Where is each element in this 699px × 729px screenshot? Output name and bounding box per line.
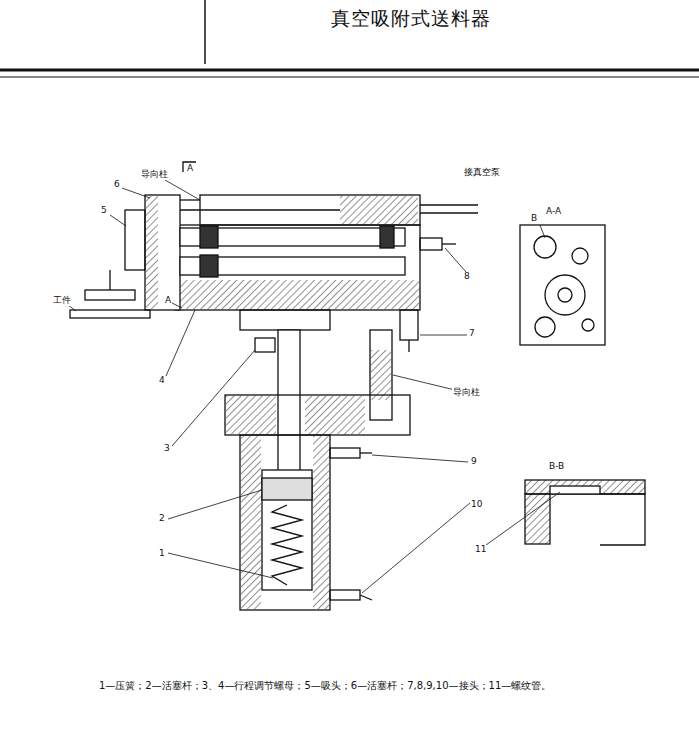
bore-circle: [534, 236, 556, 258]
hatching: [305, 396, 365, 434]
hatching: [313, 436, 329, 609]
leader-line: [486, 492, 560, 545]
fitting: [420, 238, 442, 250]
leader-line: [168, 553, 273, 578]
callout-number: 11: [474, 545, 487, 555]
end-plate: [145, 195, 180, 310]
leader-line: [445, 248, 466, 272]
section-view: [525, 480, 645, 494]
part-label: 导向柱: [140, 170, 169, 180]
seal: [200, 226, 218, 248]
part-label: A: [186, 164, 194, 174]
fitting: [330, 590, 360, 600]
connecting-block: [240, 310, 330, 330]
callout-number: 8: [463, 272, 471, 282]
hatching: [241, 436, 261, 609]
guide-column: [370, 330, 392, 420]
hatching: [176, 280, 419, 309]
flange: [225, 395, 410, 435]
cylinder: [240, 435, 330, 610]
callout-number: 9: [470, 457, 478, 467]
header-rule: [0, 76, 699, 77]
nozzle: [442, 243, 456, 244]
leader-line: [362, 503, 470, 593]
bore-circle: [535, 317, 555, 337]
seal: [200, 255, 218, 277]
hatching: [226, 396, 276, 434]
leader-line: [122, 188, 150, 198]
vacuum-pipe: [420, 212, 478, 213]
bore-circle: [545, 275, 585, 315]
leader-line: [166, 310, 195, 376]
seal: [380, 226, 394, 248]
leader-line: [68, 305, 76, 311]
part-label: 导向柱: [452, 388, 481, 398]
hatching: [146, 196, 158, 309]
section-view: [600, 494, 645, 545]
callout-number: 2: [158, 514, 166, 524]
leader-line: [110, 215, 126, 226]
guide: [180, 199, 200, 200]
bore: [262, 470, 312, 590]
thread-pipe: [550, 486, 600, 494]
drawing: [0, 0, 699, 610]
leader-line: [168, 490, 262, 519]
suction-stem: [109, 270, 110, 290]
part-label: A: [164, 296, 172, 306]
bore-circle: [558, 288, 572, 302]
part-label: 工件: [52, 296, 72, 306]
caption: 1—压簧；2—活塞杆；3、4—行程调节螺母；5—吸头；6—活塞杆；7,8,9,1…: [98, 680, 552, 691]
adjusting-nut: [255, 338, 275, 352]
nozzle: [408, 340, 409, 352]
callout-number: 10: [470, 500, 483, 510]
section-view: [520, 225, 605, 345]
callout-number: 5: [100, 206, 108, 216]
callout-number: 7: [468, 329, 476, 339]
header-divider: [204, 0, 206, 64]
suction-cup: [85, 290, 135, 300]
workpiece: [70, 310, 150, 318]
hatching: [340, 196, 418, 224]
part-label: A-A: [545, 207, 562, 217]
leader-line: [372, 455, 468, 462]
title: 真空吸附式送料器: [215, 8, 607, 29]
fitting: [400, 310, 418, 340]
vacuum-pipe: [420, 204, 478, 205]
callout-number: 1: [158, 549, 166, 559]
leader-line: [172, 303, 182, 308]
leader-line: [420, 335, 467, 336]
leader-line: [540, 225, 545, 238]
nozzle: [360, 452, 372, 453]
part-label: B-B: [548, 462, 565, 472]
piston: [262, 478, 312, 500]
suction-head: [125, 210, 145, 270]
callout-number: 6: [113, 180, 121, 190]
nozzle: [360, 595, 372, 600]
hatching: [371, 350, 391, 400]
callout-number: 4: [158, 376, 166, 386]
bore-circle: [572, 248, 588, 264]
leader-line: [393, 375, 455, 390]
leader-line: [165, 180, 200, 200]
housing: [175, 225, 420, 310]
guide: [180, 209, 340, 210]
leader-line: [172, 350, 255, 446]
header-rule: [0, 69, 699, 72]
spring: [272, 505, 302, 585]
fitting: [330, 448, 360, 458]
part-label: B: [530, 214, 538, 224]
callout-number: 3: [163, 444, 171, 454]
part-label: 接真空泵: [463, 168, 501, 178]
bore-circle: [582, 319, 594, 331]
